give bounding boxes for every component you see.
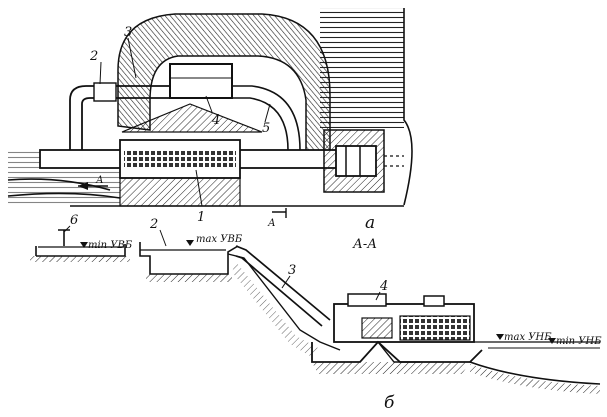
leader-5 [264, 103, 271, 123]
max-unb-mark [496, 334, 504, 340]
riverbed-hatch [470, 364, 600, 394]
leader-4 [205, 95, 213, 113]
inner-embankment [121, 103, 263, 133]
callout-6: 6 [70, 213, 78, 228]
view-letter-b: б [384, 393, 395, 413]
min-unb-mark [548, 338, 556, 344]
section-cut-label: А [267, 218, 276, 229]
view-letter-a: а [365, 213, 375, 233]
outlet-box [335, 145, 377, 177]
right-slope-hatch [320, 8, 404, 128]
min-uvb-label: min УВБ [88, 240, 133, 251]
riverbed [469, 361, 601, 385]
leader-1 [195, 169, 203, 207]
leader-2 [99, 61, 102, 85]
powerhouse-roof-1 [347, 293, 387, 307]
leader-4b [375, 291, 381, 301]
right-bank-outline [403, 8, 413, 206]
callout-3: 3 [124, 25, 132, 40]
flow-label: А [95, 175, 104, 186]
conduit-joint [93, 82, 117, 102]
leader-2b [159, 229, 167, 247]
machinery-2 [361, 317, 393, 339]
forebay-ground [146, 274, 232, 282]
plan-view: 1 2 3 4 5 А А а [7, 8, 413, 233]
callout-1: 1 [197, 210, 205, 225]
gate-6 [58, 229, 70, 246]
callout-2b: 2 [149, 217, 158, 232]
callout-4b: 4 [379, 279, 388, 294]
powerhouse-roof-2 [423, 295, 445, 307]
section-cut-mark [272, 208, 287, 218]
powerhouse-foundation [311, 340, 483, 363]
penstock [235, 245, 331, 327]
flow-arrow-head [78, 182, 88, 190]
callout-3b: 3 [288, 263, 296, 278]
foundation-hatch-2 [312, 362, 470, 374]
callout-2: 2 [89, 49, 98, 64]
leader-3 [127, 37, 137, 79]
section-view: А-А 6 min УВБ 2 max УВБ 3 4 [30, 213, 602, 413]
conduit-loop-left [69, 85, 170, 160]
forebay-basin [139, 242, 239, 275]
min-uvb-mark [80, 242, 88, 248]
callout-5: 5 [262, 121, 270, 136]
max-unb-label: max УНБ [504, 332, 552, 343]
leader-6 [63, 225, 71, 233]
draft-tube [377, 341, 420, 363]
max-uvb-mark [186, 240, 194, 246]
section-title: А-А [352, 237, 377, 252]
foundation-hatch [119, 177, 241, 207]
callout-4: 4 [211, 113, 220, 128]
leader-3b [281, 275, 291, 289]
min-unb-label: min УНБ [556, 336, 602, 347]
ground-left [30, 256, 130, 262]
powerhouse-block-top [169, 63, 233, 99]
max-uvb-label: max УВБ [196, 234, 243, 245]
hillside-hatch [232, 262, 318, 356]
channel-banks [7, 178, 121, 199]
horseshoe-embankment [117, 13, 331, 159]
machinery [399, 315, 471, 341]
pipe-bank-grid [124, 150, 236, 168]
penstock-curve [232, 85, 301, 151]
